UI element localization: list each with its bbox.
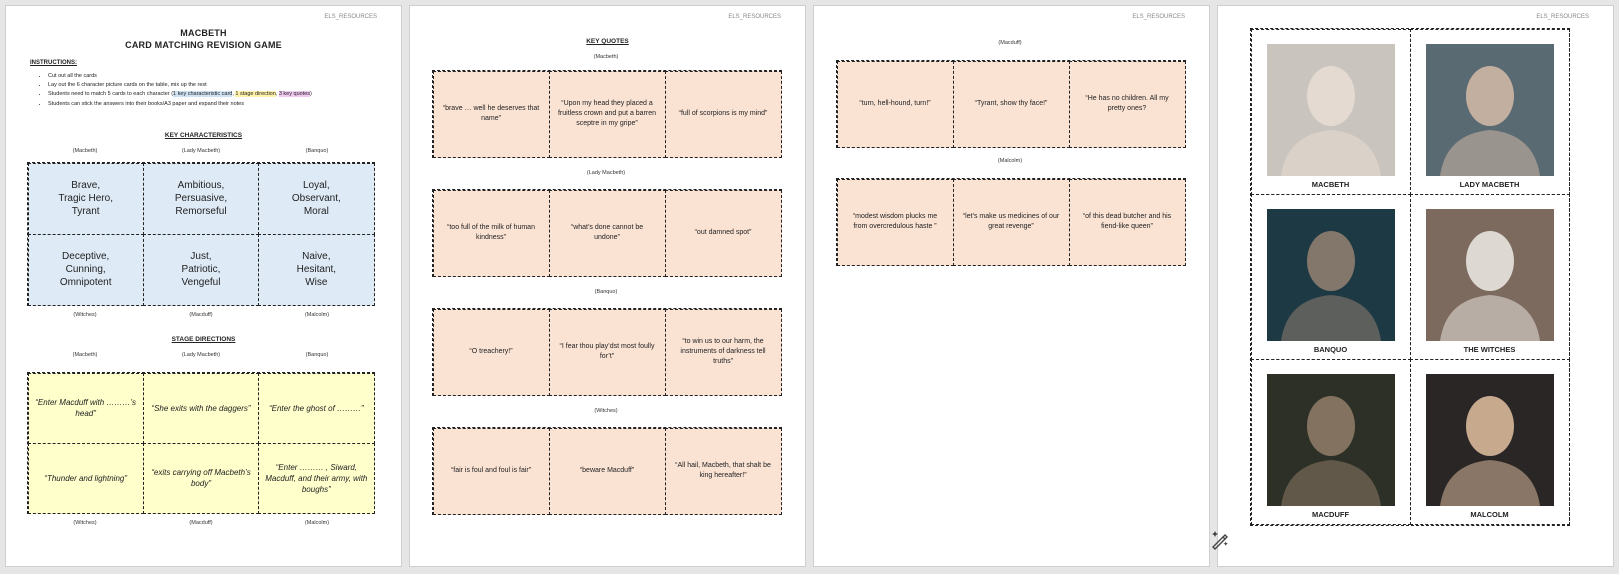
character-card[interactable]: THE WITCHES [1409,193,1570,361]
quote-card[interactable]: “O treachery!” [432,308,550,396]
characteristic-card[interactable]: Just,Patriotic,Vengeful [142,233,260,306]
character-card[interactable]: LADY MACBETH [1409,28,1570,195]
key-quotes-heading: KEY QUOTES [586,38,629,45]
quote-card[interactable]: “fair is foul and foul is fair” [432,427,550,515]
kc-label: (Macbeth) [72,148,98,154]
quote-group-label: (Banquo) [594,289,618,295]
kc-label: (Banquo) [305,148,329,154]
quote-group-label: (Lady Macbeth) [586,170,626,176]
instruction-item: Students can stick the answers into thei… [48,100,312,109]
page-4: ELS_RESOURCES MACBETH LADY MACBETH BANQU… [1218,6,1613,566]
quote-group-label: (Macduff) [998,40,1022,46]
portrait-icon [1425,43,1554,176]
quote-card[interactable]: “beware Macduff” [548,427,666,515]
quote-card[interactable]: “turn, hell-hound, turn!” [836,60,954,148]
stage-direction-card[interactable]: “exits carrying off Macbeth’s body” [142,442,260,514]
characteristic-card[interactable]: Ambitious,Persuasive,Remorseful [142,162,260,235]
portrait-icon [1425,374,1554,507]
watermark: ELS_RESOURCES [728,14,781,20]
quote-group-label: (Witches) [594,408,618,414]
character-name: MACDUFF [1311,510,1350,520]
watermark: ELS_RESOURCES [1132,14,1185,20]
stage-directions-heading: STAGE DIRECTIONS [171,336,236,343]
character-card[interactable]: BANQUO [1250,193,1411,361]
stage-direction-card[interactable]: “Enter ……… , Siward, Macduff, and their … [258,442,375,514]
page-2: ELS_RESOURCES KEY QUOTES (Macbeth) “brav… [410,6,805,566]
sd-label: (Lady Macbeth) [181,352,221,358]
quote-card[interactable]: “He has no children. All my pretty ones? [1068,60,1186,148]
quote-card[interactable]: “to win us to our harm, the instruments … [664,308,782,396]
character-name: LADY MACBETH [1459,179,1520,189]
highlight-pink: 3 key quotes [278,91,311,98]
quotes-grid-lady-macbeth: “too full of the milk of human kindness”… [432,189,782,277]
portrait-icon [1266,43,1395,176]
character-name: MALCOLM [1470,510,1509,520]
quote-card[interactable]: “full of scorpions is my mind” [664,70,782,158]
instruction-item: Students need to match 5 cards to each c… [48,90,312,99]
kc-label: (Witches) [73,312,97,318]
stage-directions-grid: “Enter Macduff with ………’s head” “She exi… [27,372,375,514]
quote-group-label: (Malcolm) [997,158,1023,164]
quote-card[interactable]: “brave … well he deserves that name” [432,70,550,158]
kc-label: (Macduff) [189,312,213,318]
character-name: THE WITCHES [1463,344,1516,354]
stage-direction-card[interactable]: “Enter the ghost of ………” [258,372,375,444]
quotes-grid-macbeth: “brave … well he deserves that name” “Up… [432,70,782,158]
quotes-grid-witches: “fair is foul and foul is fair” “beware … [432,427,782,515]
page-1: ELS_RESOURCES MACBETH CARD MATCHING REVI… [6,6,401,566]
quote-card[interactable]: “let’s make us medicines of our great re… [952,178,1070,266]
quote-card[interactable]: “what’s done cannot be undone” [548,189,666,277]
character-card[interactable]: MALCOLM [1409,359,1570,526]
stage-direction-card[interactable]: “Enter Macduff with ………’s head” [27,372,144,444]
quote-card[interactable]: “modest wisdom plucks me from overcredul… [836,178,954,266]
quote-card[interactable]: “All hail, Macbeth, that shalt be king h… [664,427,782,515]
title-line-2: CARD MATCHING REVISION GAME [125,40,282,50]
ai-edit-icon[interactable] [1208,528,1232,552]
instruction-item: Cut out all the cards [48,72,312,81]
portrait-icon [1266,208,1395,341]
highlight-blue: 1 key characteristic card [173,91,233,98]
characteristic-card[interactable]: Loyal,Observant,Moral [258,162,375,235]
quotes-grid-banquo: “O treachery!” “I fear thou play’dst mos… [432,308,782,396]
quote-card[interactable]: “too full of the milk of human kindness” [432,189,550,277]
kc-label: (Malcolm) [304,312,330,318]
sd-label: (Macbeth) [72,352,98,358]
portrait-icon [1266,374,1395,507]
watermark: ELS_RESOURCES [324,14,377,20]
key-characteristics-grid: Brave,Tragic Hero,Tyrant Ambitious,Persu… [27,162,375,306]
stage-direction-card[interactable]: “Thunder and lightning” [27,442,144,514]
quotes-grid-macduff: “turn, hell-hound, turn!” “Tyrant, show … [836,60,1186,148]
quotes-grid-malcolm: “modest wisdom plucks me from overcredul… [836,178,1186,266]
instructions-heading: INSTRUCTIONS: [30,60,77,66]
sd-label: (Witches) [73,520,97,526]
quote-card[interactable]: “of this dead butcher and his fiend-like… [1068,178,1186,266]
characteristic-card[interactable]: Naive,Hesitant,Wise [258,233,375,306]
character-card[interactable]: MACDUFF [1250,359,1411,526]
characteristic-card[interactable]: Deceptive,Cunning,Omnipotent [27,233,144,306]
kc-label: (Lady Macbeth) [181,148,221,154]
instruction-item: Lay out the 6 character picture cards on… [48,81,312,90]
character-name: MACBETH [1311,179,1350,189]
portrait-icon [1425,208,1554,341]
key-characteristics-heading: KEY CHARACTERISTICS [164,132,243,139]
character-name: BANQUO [1313,344,1348,354]
character-picture-grid: MACBETH LADY MACBETH BANQUO THE WITCHES … [1250,28,1570,526]
watermark: ELS_RESOURCES [1536,14,1589,20]
title-line-1: MACBETH [180,28,227,38]
sd-label: (Macduff) [189,520,213,526]
page-3: ELS_RESOURCES (Macduff) “turn, hell-houn… [814,6,1209,566]
quote-card[interactable]: “Tyrant, show thy face!” [952,60,1070,148]
stage-direction-card[interactable]: “She exits with the daggers” [142,372,260,444]
highlight-yellow: 1 stage direction [235,91,276,98]
quote-card[interactable]: “I fear thou play’dst most foully for’t” [548,308,666,396]
quote-card[interactable]: “out damned spot” [664,189,782,277]
character-card[interactable]: MACBETH [1250,28,1411,195]
sd-label: (Malcolm) [304,520,330,526]
quote-group-label: (Macbeth) [593,54,619,60]
characteristic-card[interactable]: Brave,Tragic Hero,Tyrant [27,162,144,235]
instructions-list: Cut out all the cards Lay out the 6 char… [48,72,312,109]
quote-card[interactable]: “Upon my head they placed a fruitless cr… [548,70,666,158]
sd-label: (Banquo) [305,352,329,358]
